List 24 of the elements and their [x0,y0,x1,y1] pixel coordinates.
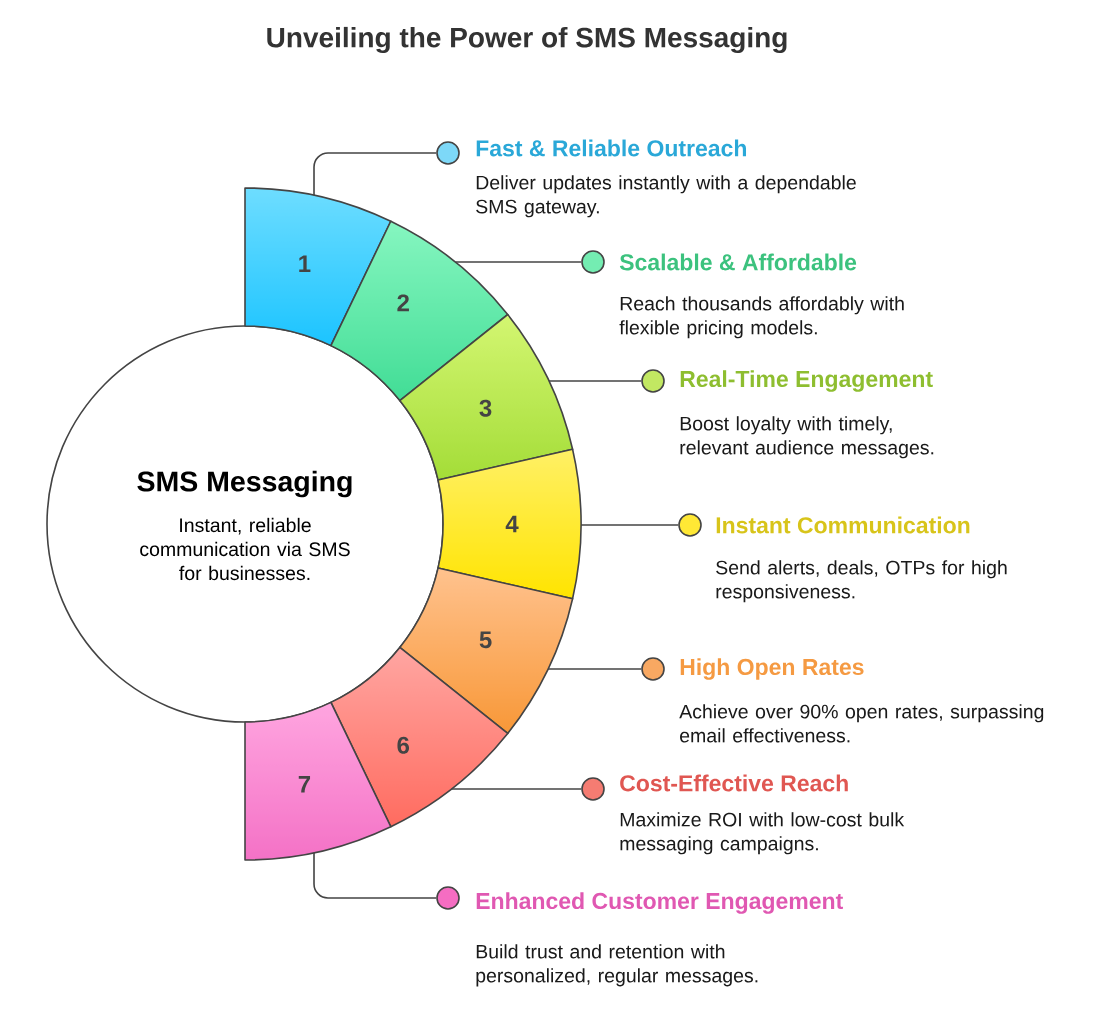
hub-heading: SMS Messaging [137,470,352,498]
leader-line [548,380,642,382]
item-description: Maximize ROI with low-cost bulk messaging campaigns. [620,812,905,855]
leader-line [450,788,582,790]
item-description: Reach thousands affordably with flexible pricing models. [619,296,904,339]
item-heading: Fast & Reliable Outreach [476,139,746,157]
hub-description: Instant, reliable communication via SMS for businesses. [140,517,350,581]
item-description: Deliver updates instantly with a dependable SMS gateway. [476,175,856,218]
leader-line [313,152,437,196]
item-description: Achieve over 90% open rates, surpassing email effectiveness. [679,704,1044,743]
item-description: Build trust and retention with personalized, regular messages. [476,944,758,987]
item-heading: High Open Rates [680,658,864,680]
leader-line [454,261,582,263]
item-heading: Enhanced Customer Engagement [476,892,843,914]
item-heading: Scalable & Affordable [619,253,857,271]
leader-line [580,524,679,526]
item-description: Send alerts, deals, OTPs for high responsiveness. [716,560,1007,603]
item-heading: Real-Time Engagement [680,370,933,392]
item-description: Boost loyalty with timely, relevant audience messages. [680,416,934,459]
leader-line [313,852,437,899]
item-heading: Cost-Effective Reach [620,774,848,792]
item-heading: Instant Communication [716,516,970,534]
leader-line [547,668,642,670]
title: Unveiling the Power of SMS Messaging [267,26,787,54]
